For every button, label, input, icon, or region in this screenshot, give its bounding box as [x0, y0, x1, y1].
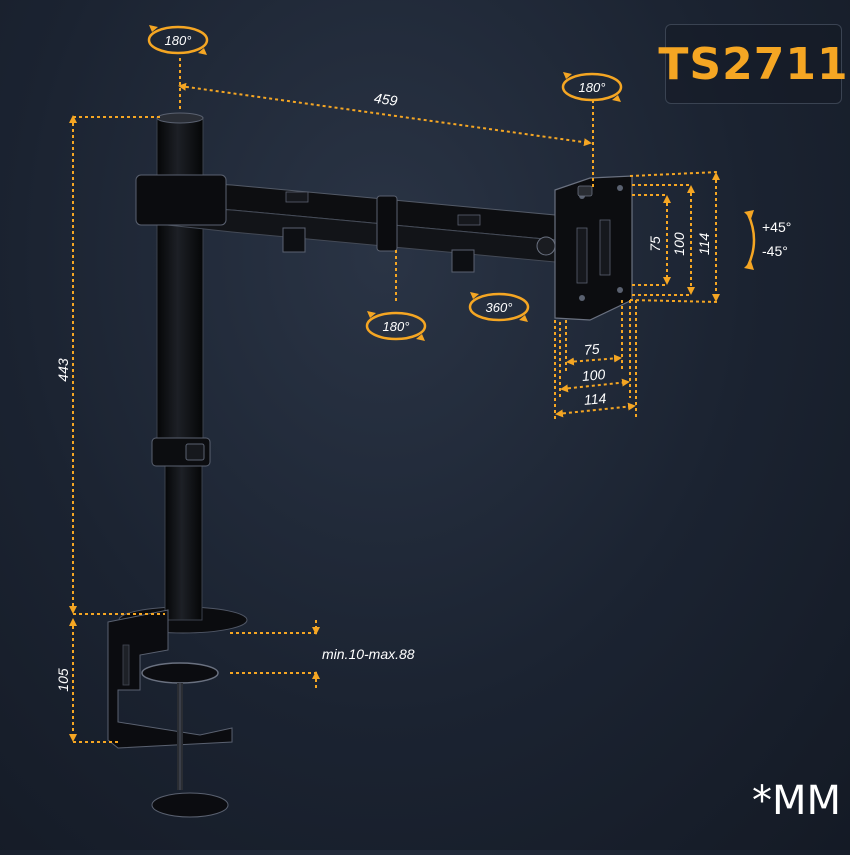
- rotation-badge-pole-top: 180°: [147, 25, 209, 55]
- tilt-up-label: +45°: [762, 219, 791, 235]
- model-name: TS2711: [658, 38, 849, 90]
- rotation-label: 180°: [165, 33, 192, 48]
- vesa-h-100-label: 100: [581, 366, 606, 384]
- rotate-arrow-icon: [563, 72, 572, 79]
- cable-clip: [451, 249, 475, 273]
- tilt-down-label: -45°: [762, 243, 788, 259]
- rotation-label: 180°: [383, 319, 410, 334]
- clamp-height-label: 105: [55, 668, 71, 692]
- mount-body: [107, 112, 633, 818]
- rotation-badge-plate: 360°: [468, 292, 530, 322]
- cable-clip: [282, 227, 306, 253]
- collar-knob: [185, 443, 205, 461]
- rotation-label: 360°: [486, 300, 513, 315]
- arm-pole-clamp: [135, 174, 227, 226]
- arm-length-label: 459: [373, 90, 399, 109]
- vesa-plate: [536, 175, 633, 321]
- vesa-h-75-line: [566, 354, 622, 366]
- dimension-lines: [69, 58, 720, 743]
- pole-lower: [164, 459, 203, 621]
- rotate-arrow-icon: [149, 25, 158, 32]
- arm-joint: [376, 195, 398, 252]
- dimension-labels: 459 443 105 min.10-max.88 75 100 114 75 …: [55, 90, 712, 692]
- pole-upper: [156, 117, 204, 444]
- rotation-badge-arm-joint: 180°: [365, 311, 427, 341]
- unit-note: *MM: [752, 778, 842, 824]
- tilt-arc-icon: [746, 213, 756, 267]
- clamp-handle: [151, 792, 229, 818]
- arm-length-line: [178, 82, 592, 147]
- rotate-arrow-icon: [367, 311, 376, 318]
- desk-thickness-label: min.10-max.88: [322, 646, 415, 662]
- rotate-arrow-icon: [470, 292, 479, 299]
- vesa-h-75-label: 75: [583, 341, 600, 358]
- pole-top-cap: [156, 112, 204, 124]
- vesa-h-114-label: 114: [583, 390, 607, 408]
- vesa-h-100-line: [560, 378, 630, 393]
- vesa-v-114-label: 114: [696, 233, 712, 256]
- vesa-v-100-label: 100: [671, 232, 687, 256]
- pole-height-label: 443: [55, 358, 71, 382]
- clamp-pad: [141, 662, 219, 684]
- arm: [135, 174, 556, 273]
- rotation-label: 180°: [579, 80, 606, 95]
- tilt-knob: [536, 236, 556, 256]
- tilt-indicator: +45° -45°: [744, 210, 791, 270]
- vesa-h-114-line: [555, 402, 636, 418]
- vesa-v-75-label: 75: [647, 236, 663, 252]
- model-badge: TS2711: [658, 24, 848, 104]
- rotation-badge-arm-end: 180°: [561, 72, 623, 102]
- clamp-body: [107, 609, 233, 749]
